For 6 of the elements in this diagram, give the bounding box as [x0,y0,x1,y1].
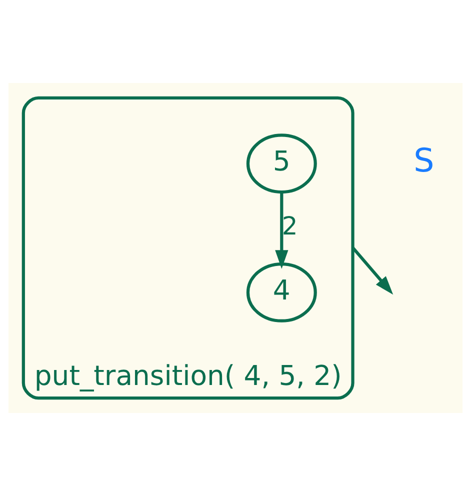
label: S [414,141,434,180]
arrow [352,246,394,295]
node-ellipse: 5 [246,134,317,194]
edge-label: 2 [282,211,298,240]
node-ellipse: 4 [246,262,317,322]
arrow [275,192,288,269]
